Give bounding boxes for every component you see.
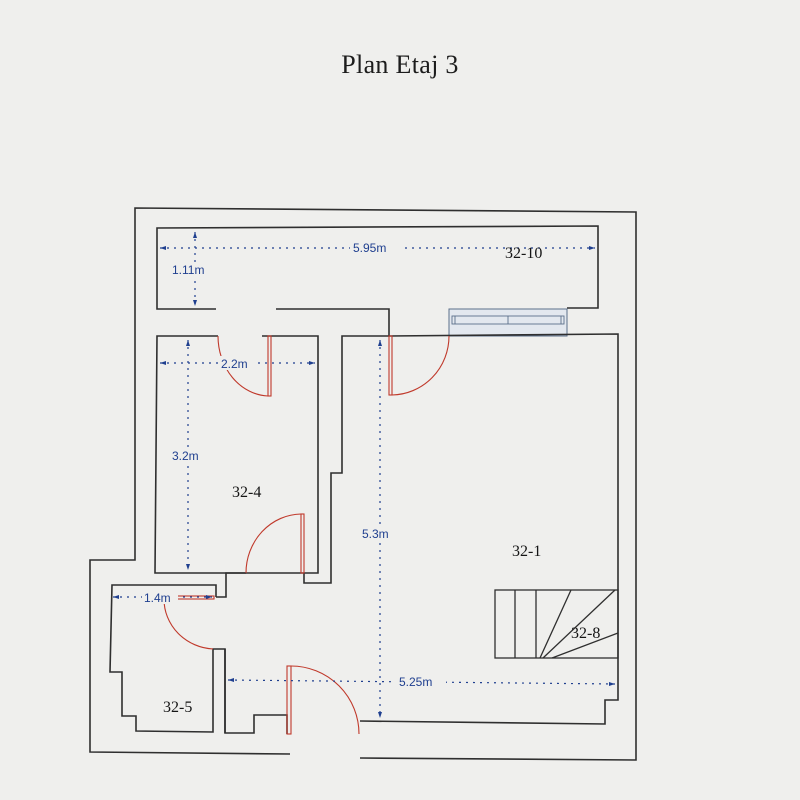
room-label-32-4: 32-4 xyxy=(232,484,261,501)
dimension-label-5-25m: 5.25m xyxy=(399,675,432,689)
room-32-5-walls xyxy=(109,572,288,734)
dimension-lines xyxy=(113,232,616,718)
dimension-label-5-95m: 5.95m xyxy=(353,241,386,255)
dimension-label-5-3m: 5.3m xyxy=(362,527,389,541)
door-entry xyxy=(286,665,360,735)
dimension-label-3-2m: 3.2m xyxy=(172,449,199,463)
window xyxy=(448,308,568,337)
door-32-4-top xyxy=(217,335,272,397)
room-32-1-walls xyxy=(303,333,619,725)
room-label-32-1: 32-1 xyxy=(512,543,541,560)
door-32-4-bottom xyxy=(245,513,305,574)
dimension-label-1-4m: 1.4m xyxy=(144,591,171,605)
room-label-32-5: 32-5 xyxy=(163,699,192,716)
page-title: Plan Etaj 3 xyxy=(341,50,459,79)
room-label-32-10: 32-10 xyxy=(505,245,542,262)
room-label-32-8: 32-8 xyxy=(571,625,600,642)
room-32-10-walls xyxy=(156,225,599,336)
dimension-label-1-11m: 1.11m xyxy=(172,263,204,277)
dimension-label-2-2m: 2.2m xyxy=(221,357,248,371)
door-32-1-top xyxy=(388,335,450,396)
outer-wall xyxy=(89,207,637,761)
stair-32-8 xyxy=(494,589,619,659)
